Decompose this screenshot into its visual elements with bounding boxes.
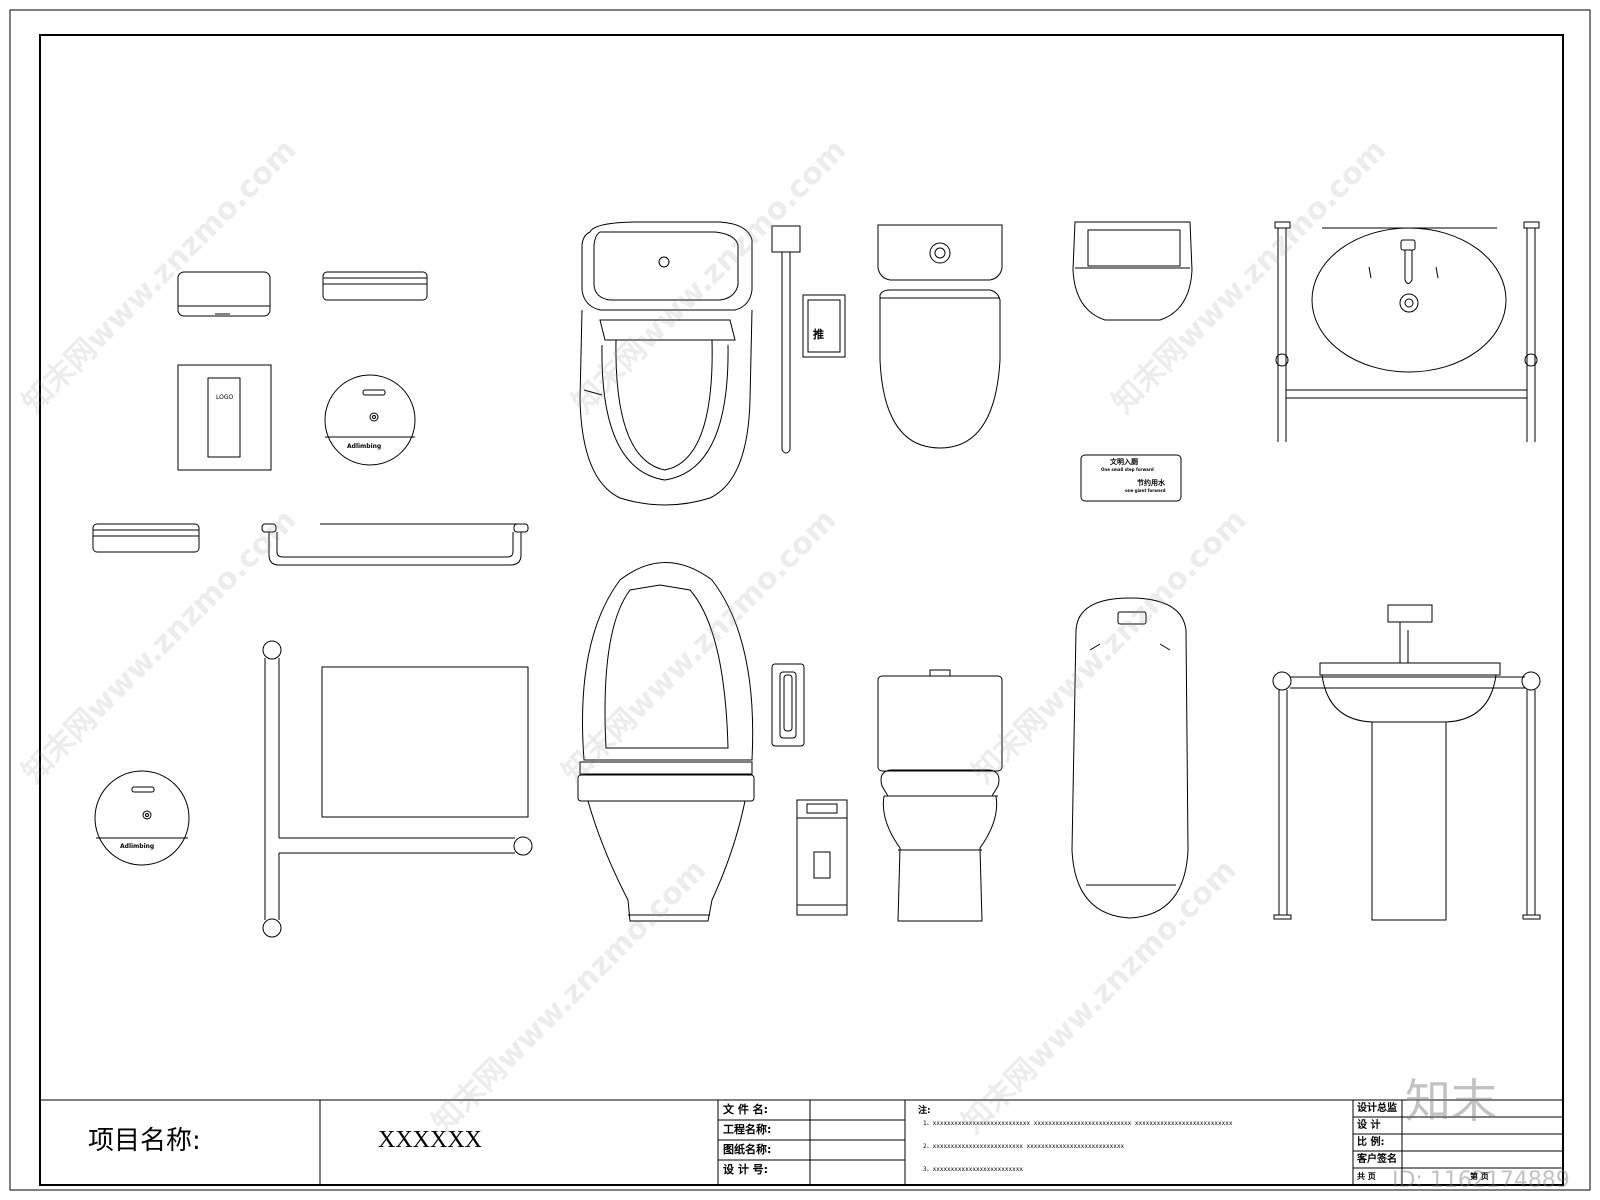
one-piece-toilet-top	[877, 224, 1003, 449]
project-name-label: 项目名称:	[88, 1126, 201, 1156]
flush-button-label: 推	[813, 328, 824, 341]
design-number-label: 设 计 号:	[723, 1163, 769, 1176]
note-line-1: 1、xxxxxxxxxxxxxxxxxxxxxxxxxxx xxxxxxxxxx…	[923, 1120, 1233, 1127]
one-piece-toilet-front	[877, 669, 1003, 922]
notes-label: 注:	[918, 1106, 931, 1116]
brand-label-bottom: Adlimbing	[120, 843, 155, 850]
note-line-2: 2、xxxxxxxxxxxxxxxxxxxxxxxxx xxxxxxxxxxxx…	[923, 1143, 1125, 1150]
engineering-name-label: 工程名称:	[723, 1123, 772, 1136]
design-supervisor-label: 设计总监	[1357, 1103, 1397, 1114]
bathroom-sign	[1080, 454, 1182, 502]
horizontal-grab-bar	[261, 523, 529, 566]
toilet-top-view	[579, 221, 753, 506]
small-grab-bar	[771, 663, 805, 747]
sheet-inner-border	[39, 34, 1564, 1186]
total-pages-label: 共 页	[1357, 1172, 1376, 1181]
urinal-top-view	[1072, 221, 1193, 321]
waste-bin	[796, 799, 848, 916]
page-number-label: 第 页	[1470, 1172, 1489, 1181]
title-block-frame	[40, 1099, 1563, 1185]
round-sensor-bottom	[94, 770, 190, 866]
soap-tray-left	[92, 523, 200, 553]
note-line-3: 3、xxxxxxxxxxxxxxxxxxxxxxxxx	[923, 1166, 1023, 1173]
pedestal-washbasin	[1272, 604, 1541, 921]
scale-label: 比 例:	[1357, 1137, 1385, 1148]
washbasin-top-view	[1274, 221, 1540, 442]
round-sensor-top	[324, 374, 416, 466]
toilet-front-open-lid	[577, 562, 755, 922]
dispenser-logo-text: LOGO	[216, 394, 234, 401]
dispenser-panel	[177, 364, 272, 471]
sign-en-line-2: one giant forward	[1125, 488, 1166, 493]
file-name-label: 文 件 名:	[723, 1103, 769, 1116]
brand-label-top: Adlimbing	[347, 443, 382, 450]
client-signature-label: 客户签名	[1357, 1154, 1397, 1165]
l-grab-bar	[262, 640, 533, 938]
floor-urinal-front	[1071, 597, 1189, 919]
designer-label: 设 计	[1357, 1120, 1381, 1131]
vertical-grab-bar	[771, 225, 846, 454]
soap-tray-top	[322, 271, 428, 301]
sign-cn-line-2: 节约用水	[1137, 479, 1165, 487]
sign-cn-line-1: 文明入厕	[1110, 458, 1138, 466]
watermark-logo: 知末	[1405, 1074, 1497, 1128]
sign-en-line-1: One small step forward	[1101, 467, 1154, 472]
wall-sensor-box	[177, 271, 271, 317]
drawing-name-label: 图纸名称:	[723, 1143, 772, 1156]
project-name-value: XXXXXX	[378, 1127, 482, 1153]
watermark-id: ID: 1162174889	[1392, 1168, 1570, 1193]
sheet-outer-border	[9, 9, 1591, 1191]
